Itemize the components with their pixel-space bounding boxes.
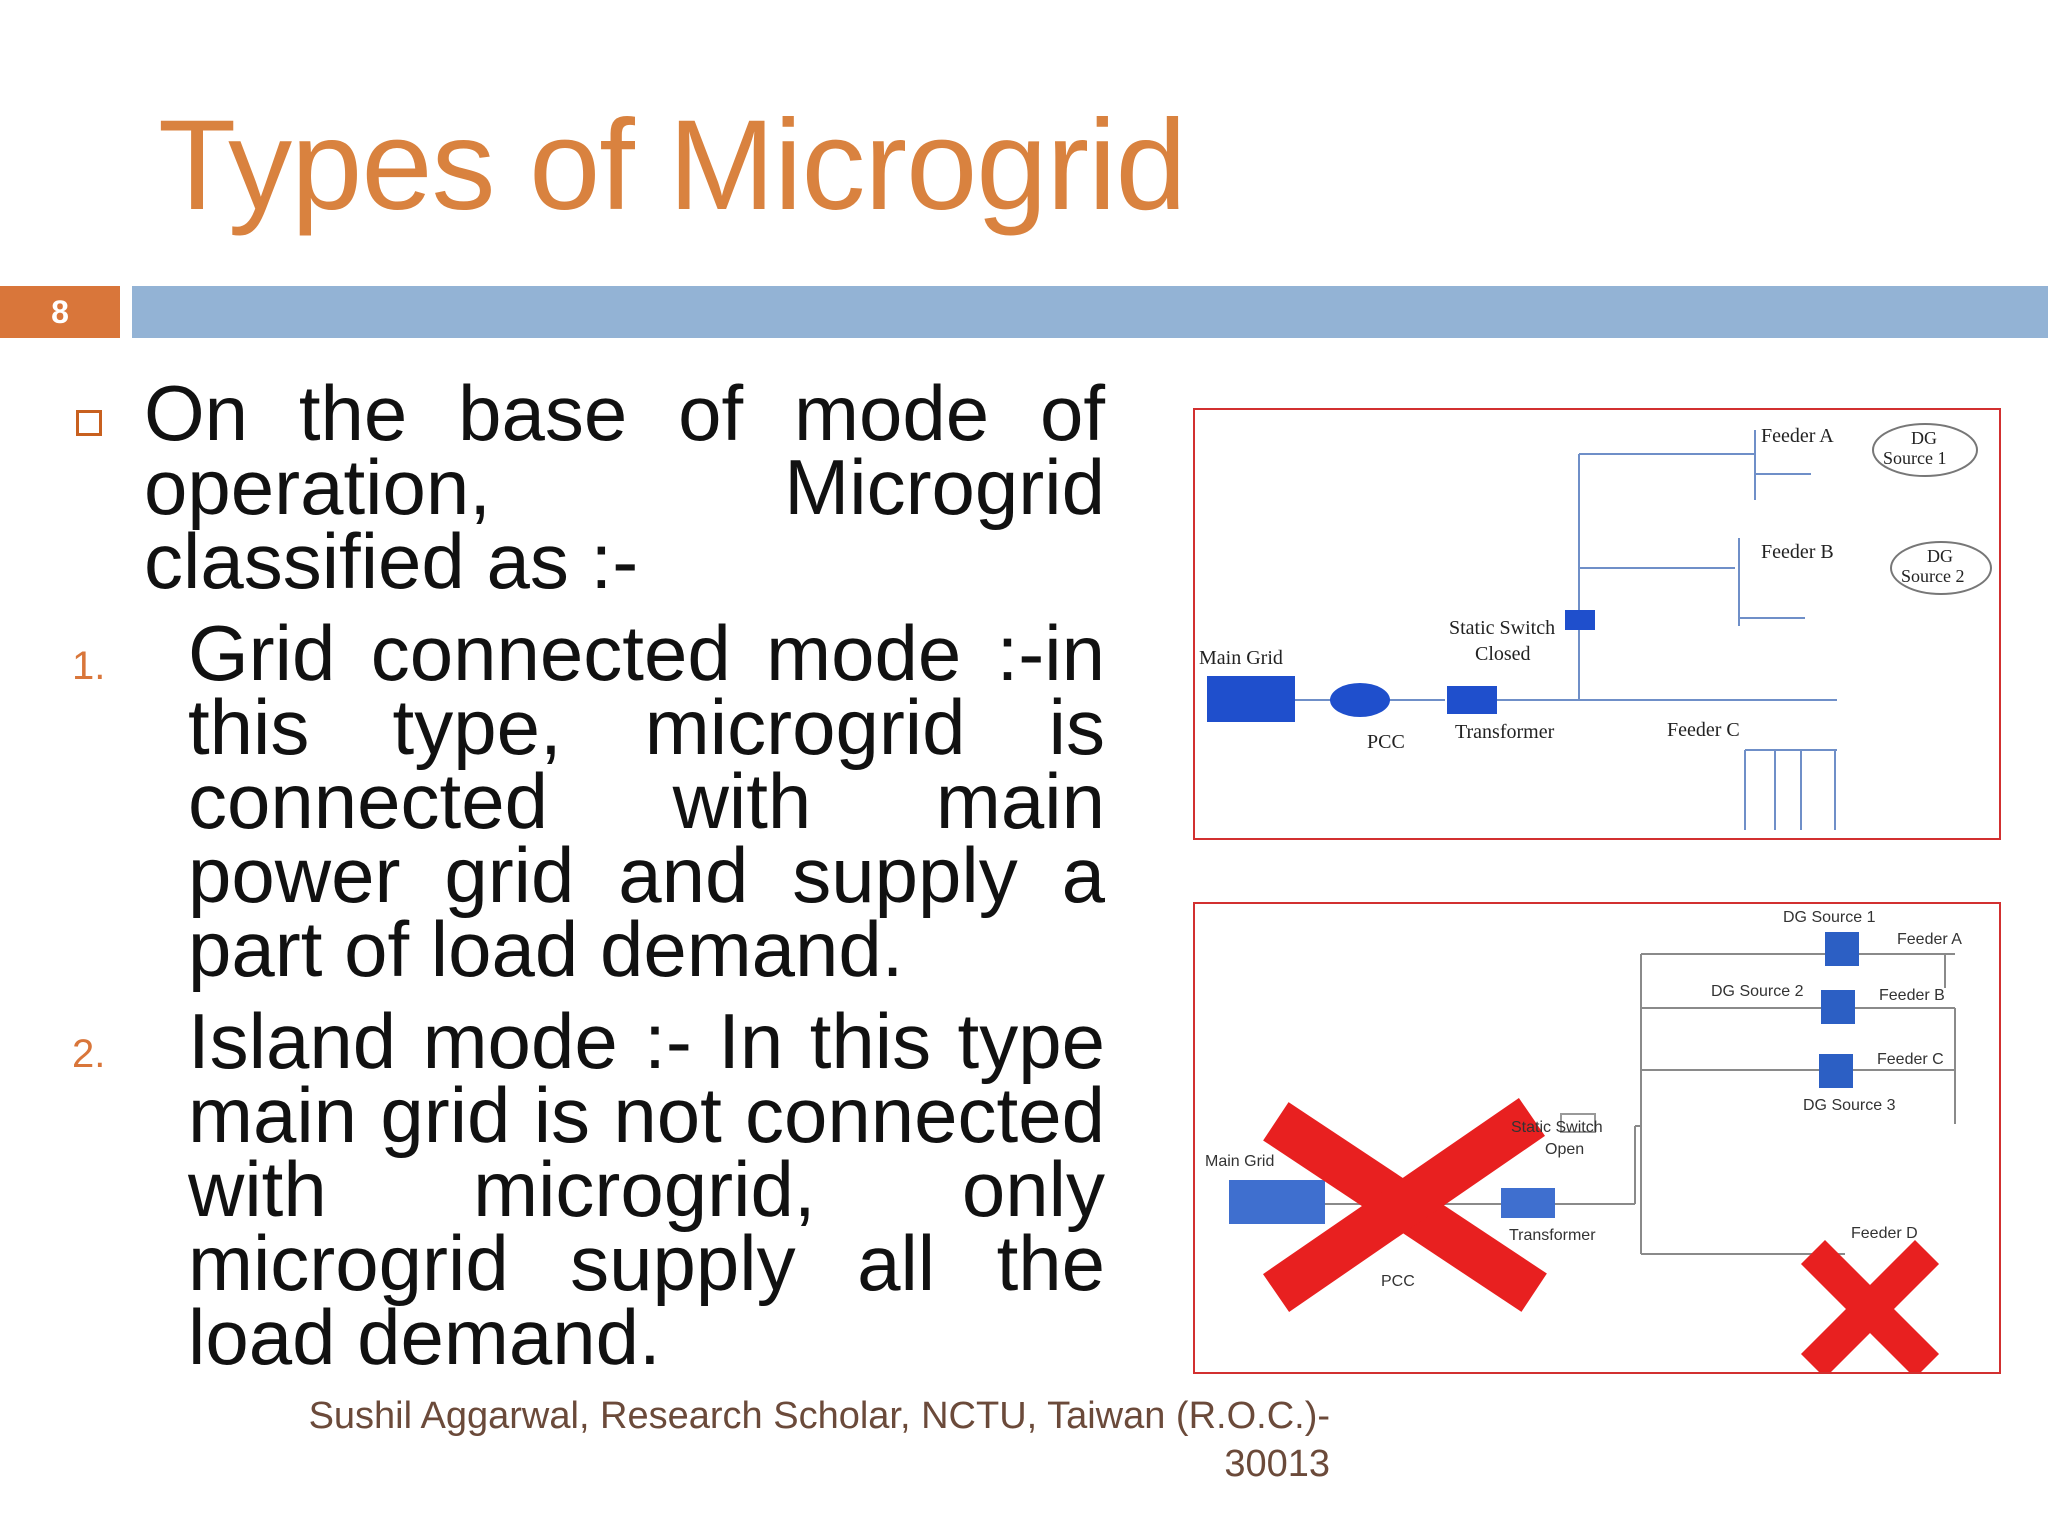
grid-connected-diagram: Main Grid PCC Transformer Static Switch … <box>1193 408 2001 840</box>
item-line: Grid connected mode :-in <box>188 609 1105 697</box>
list-number: 2. <box>72 1032 106 1076</box>
item-line: main grid is not connected <box>188 1071 1105 1159</box>
intro-paragraph: On the base of mode of operation, Microg… <box>70 369 1105 605</box>
dg-source-2-block <box>1821 990 1855 1024</box>
transformer-block <box>1501 1188 1555 1218</box>
item-line: this type, microgrid is <box>188 683 1105 771</box>
dg-source-2-node <box>1890 541 1992 595</box>
static-switch-label: Static Switch <box>1449 617 1555 639</box>
disconnect-cross-icon <box>1263 1098 1547 1312</box>
intro-line: On the base of mode of <box>144 369 1105 457</box>
dg-source-3-block <box>1819 1054 1853 1088</box>
main-grid-label: Main Grid <box>1205 1153 1274 1170</box>
feeder-a-label: Feeder A <box>1897 931 1962 948</box>
transformer-block <box>1447 686 1497 714</box>
dg2-label: DG Source 2 <box>1711 983 1804 1000</box>
dg2-label: DG <box>1927 546 1953 566</box>
pcc-label: PCC <box>1367 731 1405 753</box>
feeder-b-label: Feeder B <box>1761 541 1834 563</box>
list-number: 1. <box>72 644 106 688</box>
transformer-label: Transformer <box>1509 1227 1596 1244</box>
island-mode-svg: Main Grid PCC Transformer Static Switch … <box>1205 909 1962 1372</box>
dg1-label: DG <box>1911 428 1937 448</box>
feeder-d-label: Feeder D <box>1851 1225 1918 1242</box>
main-grid-block <box>1207 676 1295 722</box>
dg1-label: DG Source 1 <box>1783 909 1876 926</box>
main-grid-label: Main Grid <box>1199 647 1283 669</box>
slide-number: 8 <box>0 286 120 338</box>
main-grid-block <box>1229 1180 1325 1224</box>
transformer-label: Transformer <box>1455 721 1555 743</box>
dg-source-1-node <box>1872 423 1978 477</box>
grid-connected-svg: Main Grid PCC Transformer Static Switch … <box>1199 423 1992 830</box>
slide-footer: Sushil Aggarwal, Research Scholar, NCTU,… <box>160 1392 1330 1488</box>
intro-line: operation, Microgrid <box>144 443 1105 531</box>
item-line: load demand. <box>188 1293 661 1381</box>
pcc-node <box>1330 683 1390 717</box>
slide-body: On the base of mode of operation, Microg… <box>70 369 1105 1381</box>
item-line: power grid and supply a <box>188 831 1105 919</box>
feeder-a-label: Feeder A <box>1761 425 1834 447</box>
dg-source-1-block <box>1825 932 1859 966</box>
switch-state-label: Open <box>1545 1141 1584 1158</box>
island-mode-diagram: Main Grid PCC Transformer Static Switch … <box>1193 902 2001 1374</box>
header-divider-bar <box>132 286 2048 338</box>
item-line: with microgrid, only <box>188 1145 1105 1233</box>
feeder-c-label: Feeder C <box>1877 1051 1944 1068</box>
list-item-grid-connected: 1. Grid connected mode :-in this type, m… <box>70 609 1105 993</box>
dg1-label: Source 1 <box>1883 448 1946 468</box>
static-switch-block <box>1565 610 1595 630</box>
static-switch-open-block <box>1560 1113 1596 1133</box>
footer-line: 30013 <box>1224 1443 1330 1485</box>
slide-title: Types of Microgrid <box>158 94 1187 237</box>
static-switch-label: Static Switch <box>1511 1119 1603 1136</box>
square-bullet-icon <box>76 410 102 436</box>
feeder-b-label: Feeder B <box>1879 987 1945 1004</box>
feeder-d-cross-icon <box>1800 1239 1940 1372</box>
list-item-island: 2. Island mode :- In this type main grid… <box>70 997 1105 1381</box>
item-line: Island mode :- In this type <box>188 997 1105 1085</box>
item-line: connected with main <box>188 757 1105 845</box>
switch-state-label: Closed <box>1475 643 1531 665</box>
item-line: microgrid supply all the <box>188 1219 1105 1307</box>
item-line: part of load demand. <box>188 905 904 993</box>
pcc-label: PCC <box>1381 1273 1415 1290</box>
footer-line: Sushil Aggarwal, Research Scholar, NCTU,… <box>308 1395 1330 1437</box>
dg3-label: DG Source 3 <box>1803 1097 1896 1114</box>
intro-line: classified as :- <box>144 517 639 605</box>
dg2-label: Source 2 <box>1901 566 1964 586</box>
feeder-c-label: Feeder C <box>1667 719 1740 741</box>
